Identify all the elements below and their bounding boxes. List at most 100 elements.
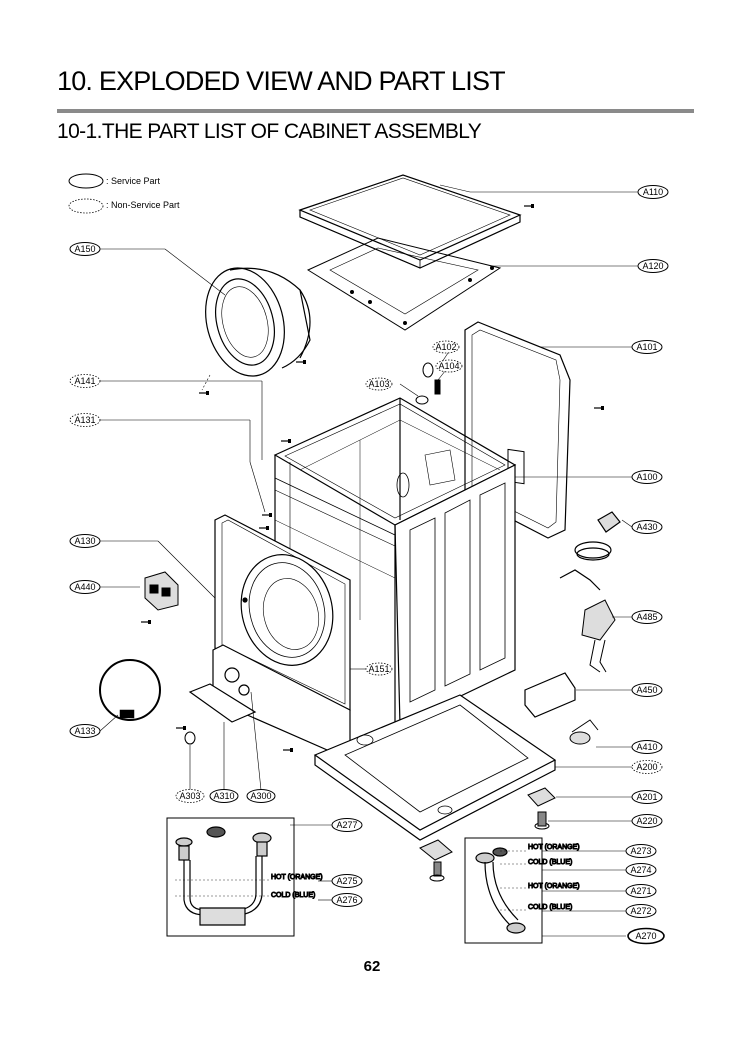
callout-A141: A141 [69,374,101,388]
top-plate [298,174,522,269]
callout-A273: A273 [625,844,657,858]
callout-A101-text: A101 [636,342,657,352]
callout-A272-text: A272 [630,906,651,916]
callout-A277-text: A277 [336,820,357,830]
callout-A201-text: A201 [636,792,657,802]
callout-A120: A120 [637,259,669,273]
callout-A220: A220 [631,814,663,828]
callout-A104-text: A104 [438,361,459,371]
hose-label-hot: HOT (ORANGE) [271,874,323,881]
callout-A274: A274 [625,863,657,877]
callout-A130: A130 [69,534,101,548]
callout-A410: A410 [631,740,663,754]
callout-A440-text: A440 [74,582,95,592]
adjustable-foot [534,811,550,830]
callout-A150: A150 [69,242,101,256]
base-frame [313,694,557,841]
callout-A150-text: A150 [74,244,95,254]
legend-non-service-text: : Non-Service Part [106,200,180,210]
callout-A100-text: A100 [636,472,657,482]
callout-A131: A131 [69,413,101,427]
callout-A101: A101 [631,340,663,354]
valve-hose-box: HOT (ORANGE) COLD (BLUE) HOT (ORANGE) CO… [464,837,580,944]
valve-label-hot-1: HOT (ORANGE) [528,844,580,851]
part-callouts: A110 A120 A150 A101 A102 A104 A103 A141 [69,185,669,945]
callout-A300-text: A300 [250,791,271,801]
foot-bracket-2 [419,839,453,882]
page-title: 10. EXPLODED VIEW AND PART LIST [57,66,506,96]
callout-A275: A275 [331,874,363,888]
callout-A104: A104 [435,359,463,373]
pcb-assembly [581,599,616,673]
door-clamp-ring [99,659,161,721]
callout-A270: A270 [627,927,665,945]
callout-A103-text: A103 [368,379,389,389]
callout-A440: A440 [69,580,101,594]
callout-A200-text: A200 [636,762,657,772]
callout-A102: A102 [432,340,460,354]
callout-A131-text: A131 [74,415,95,425]
section-title: 10-1.THE PART LIST OF CABINET ASSEMBLY [57,120,482,143]
callout-A133: A133 [69,724,101,738]
callout-A300: A300 [246,789,276,803]
callout-A303: A303 [175,789,205,803]
power-cord [559,511,621,591]
callout-A100: A100 [631,470,663,484]
non-service-part-symbol [68,198,104,214]
callout-A485-text: A485 [636,612,657,622]
lower-cover [188,644,351,761]
valve-hose-drawing [475,847,526,934]
callout-A110: A110 [637,185,669,199]
door-gasket-frame [205,267,311,377]
callout-A310-text: A310 [213,791,234,801]
callout-A151-text: A151 [368,664,389,674]
callout-A141-text: A141 [74,376,95,386]
door-lock [144,571,179,611]
valve-label-cold-1: COLD (BLUE) [528,859,572,866]
callout-A103: A103 [365,377,393,391]
callout-A151: A151 [365,662,393,676]
leader-lines [99,184,638,937]
callout-A430-text: A430 [636,522,657,532]
inlet-hose-drawing [175,826,272,926]
callout-A110-text: A110 [643,187,663,197]
callout-A310: A310 [209,789,239,803]
callout-A201: A201 [631,790,663,804]
callout-A200: A200 [631,760,663,774]
callout-A271-text: A271 [630,886,651,896]
cabinet [273,397,517,726]
pump-filter [184,731,196,745]
callout-A450-text: A450 [636,685,657,695]
callout-A273-text: A273 [630,846,651,856]
callout-A277: A277 [331,818,363,832]
callout-A430: A430 [631,520,663,534]
callout-A450: A450 [631,683,663,697]
inlet-hose-box: HOT (ORANGE) COLD (BLUE) [166,817,323,937]
callout-A270-text: A270 [635,931,656,941]
hose-label-cold: COLD (BLUE) [271,892,315,899]
callout-A130-text: A130 [74,536,95,546]
legend: : Service Part : Non-Service Part [68,173,180,214]
callout-A272: A272 [625,904,657,918]
callout-A274-text: A274 [630,865,651,875]
foot-bracket [527,787,556,807]
top-frame [306,237,502,331]
valve-label-cold-2: COLD (BLUE) [528,904,572,911]
callout-A485: A485 [631,610,663,624]
callout-A303-text: A303 [179,791,200,801]
small-fittings [415,362,441,405]
legend-service-text: : Service Part [106,176,161,186]
noise-filter [524,672,576,718]
callout-A410-text: A410 [636,742,657,752]
callout-A276: A276 [331,893,363,907]
page-number: 62 [363,958,381,975]
callout-A275-text: A275 [336,876,357,886]
pressure-switch [569,719,599,745]
callout-A133-text: A133 [74,726,95,736]
title-divider [57,109,694,113]
callout-A220-text: A220 [636,816,657,826]
callout-A276-text: A276 [336,895,357,905]
callout-A120-text: A120 [642,261,663,271]
service-part-symbol [68,173,104,189]
